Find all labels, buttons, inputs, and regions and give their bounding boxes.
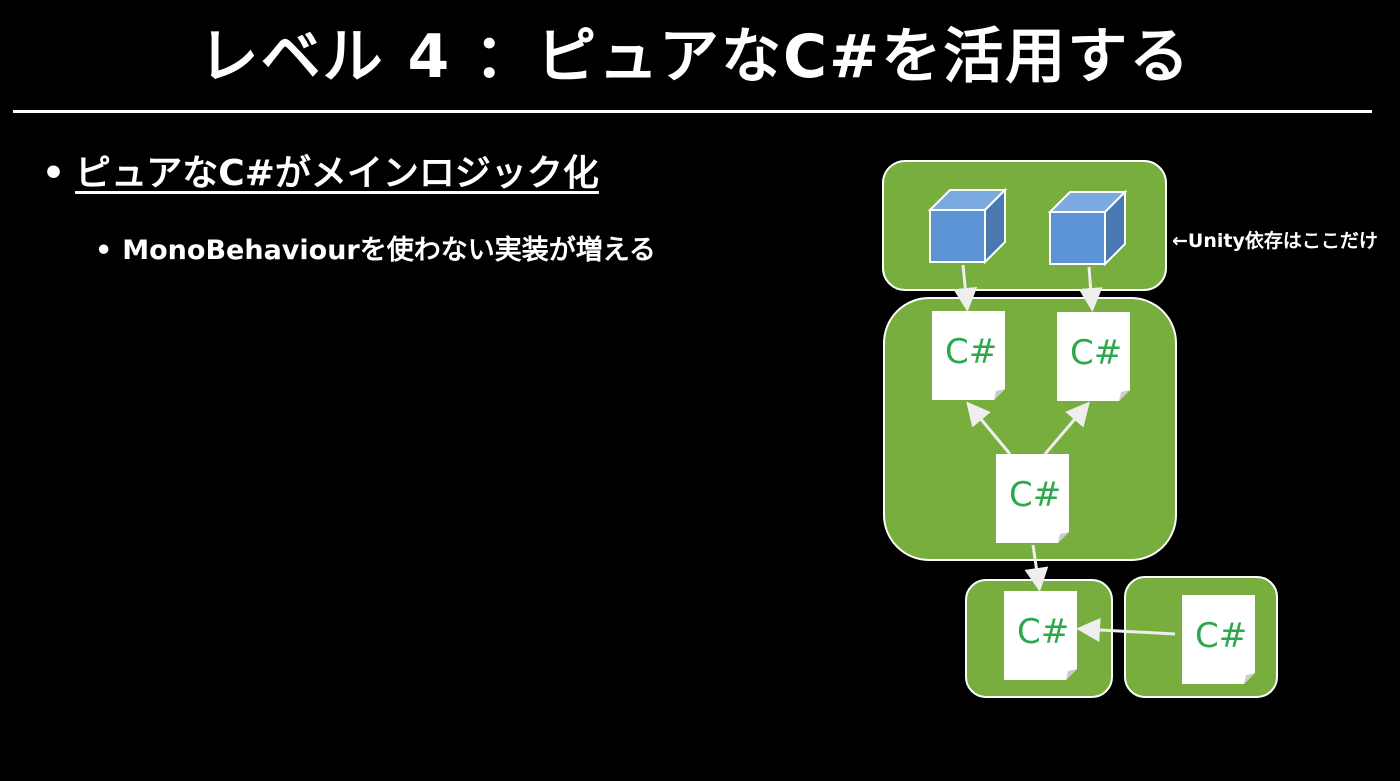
title-divider	[13, 110, 1372, 113]
unity-cube-icon	[929, 189, 1006, 263]
bullet-text: MonoBehaviourを使わない実装が増える	[122, 235, 656, 266]
csharp-doc-icon: C#	[1182, 595, 1255, 684]
bullet-marker: •	[95, 235, 113, 266]
bullet-sub: • MonoBehaviourを使わない実装が増える	[95, 228, 656, 267]
svg-text:C#: C#	[945, 332, 997, 372]
csharp-doc-icon: C#	[932, 311, 1005, 400]
bullet-marker: •	[42, 153, 66, 194]
dependency-arrows	[953, 264, 1176, 642]
slide-title: レベル 4 ：ピュアなC#を活用する	[198, 22, 1192, 92]
svg-text:C#: C#	[1070, 333, 1122, 373]
csharp-doc-icon: C#	[1004, 591, 1077, 680]
svg-text:C#: C#	[1009, 475, 1061, 515]
bullet-main: •ピュアなC#がメインロジック化	[42, 144, 599, 196]
svg-text:C#: C#	[1195, 616, 1247, 656]
bullet-text: ピュアなC#がメインロジック化	[75, 153, 599, 194]
csharp-doc-icon: C#	[1057, 312, 1130, 401]
unity-dependency-note: ←Unity依存はここだけ	[1172, 229, 1378, 252]
csharp-doc-icon: C#	[996, 454, 1069, 543]
svg-text:C#: C#	[1017, 612, 1069, 652]
unity-cube-icon	[1049, 191, 1126, 265]
